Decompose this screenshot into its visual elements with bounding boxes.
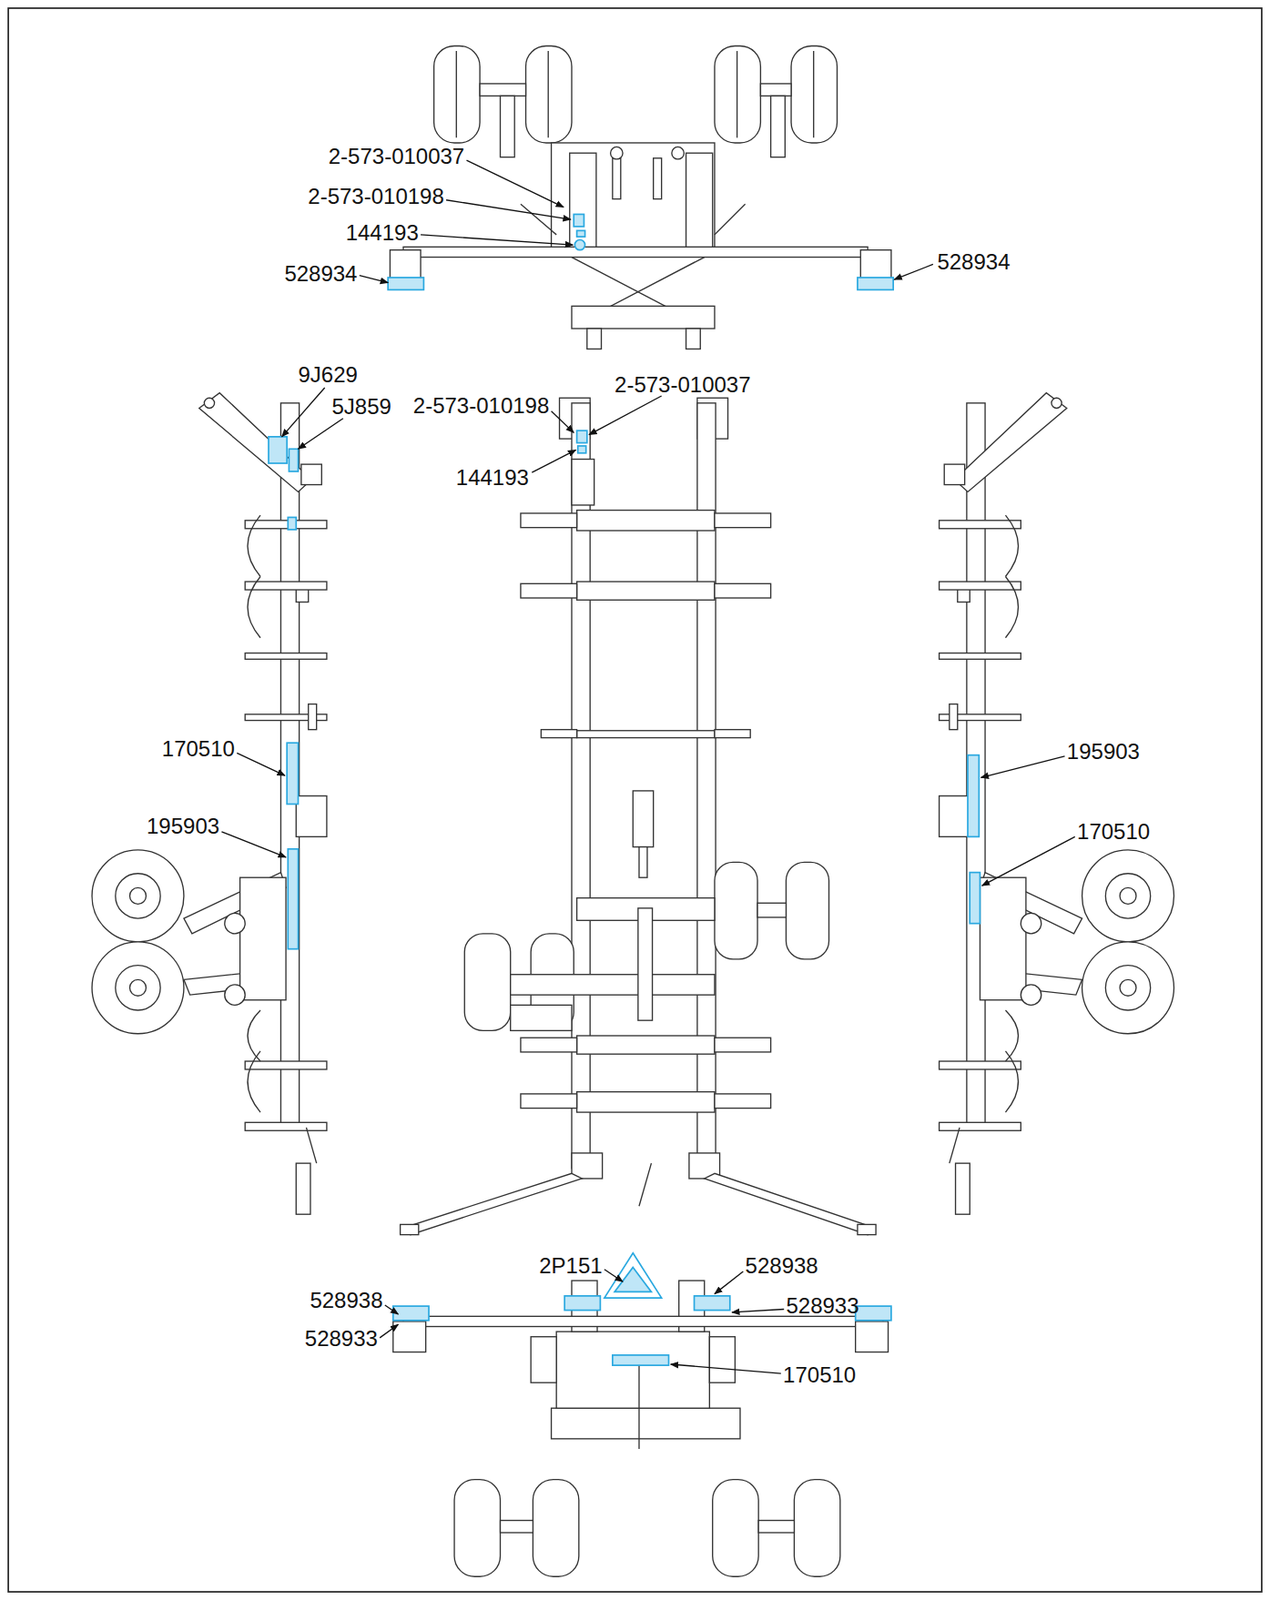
- callout-number: 528934: [936, 251, 1010, 274]
- callout-number: 528933: [785, 1295, 859, 1318]
- callout-number: 2-573-010198: [307, 185, 444, 208]
- callout-number: 528933: [304, 1328, 378, 1351]
- callout-number: 144193: [345, 222, 419, 244]
- callout-number: 170510: [162, 738, 235, 761]
- callout-number: 170510: [1076, 821, 1150, 844]
- callout-number: 195903: [146, 815, 220, 838]
- callout-number: 2-573-010037: [614, 374, 751, 397]
- callout-number: 2-573-010037: [328, 145, 465, 168]
- callout-number: 528938: [745, 1255, 819, 1278]
- callout-number: 528938: [309, 1290, 383, 1312]
- callout-number: 2-573-010198: [413, 395, 549, 417]
- callout-number: 5J859: [331, 396, 391, 418]
- callout-number: 170510: [782, 1364, 856, 1387]
- callout-number: 528934: [284, 263, 357, 285]
- callout-number: 9J629: [297, 364, 357, 387]
- callout-number: 195903: [1066, 741, 1140, 763]
- callout-number: 144193: [456, 467, 529, 489]
- callout-number: 2P151: [538, 1255, 602, 1278]
